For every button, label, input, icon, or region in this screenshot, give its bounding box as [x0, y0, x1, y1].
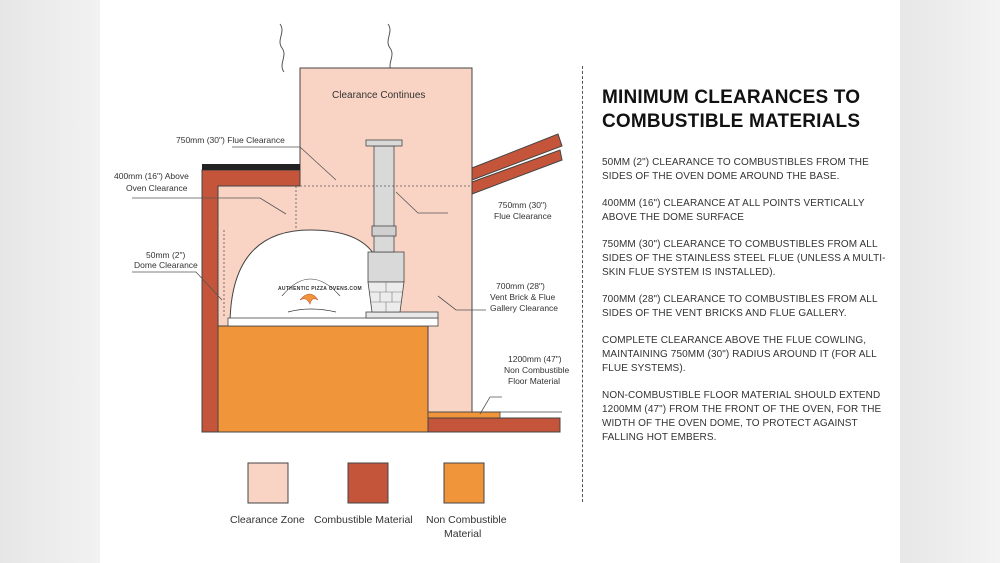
info-paragraph-cowling: Complete clearance above the flue cowlin…	[602, 335, 877, 374]
label-dome-2: Dome Clearance	[134, 260, 198, 270]
wavy-line-right	[387, 23, 393, 73]
info-title: MINIMUM CLEARANCES TO COMBUSTIBLE MATERI…	[602, 87, 861, 132]
label-floor-1: 1200mm (47")	[508, 354, 562, 364]
info-paragraph-vent: 700mm (28") clearance to combustibles fr…	[602, 294, 878, 319]
legend-swatch-clearance	[247, 462, 289, 504]
oven-brand-text: AUTHENTIC PIZZA OVENS.COM	[278, 286, 362, 292]
legend-label-combustible: Combustible Material	[314, 514, 413, 526]
infographic-card: AUTHENTIC PIZZA OVENS.COM Clearance Cont…	[100, 0, 900, 563]
label-floor-2: Non Combustible	[504, 365, 569, 375]
info-paragraph-dome-base: 50mm (2") clearance to combustibles from…	[602, 157, 869, 182]
oven-hearth	[227, 317, 439, 327]
oven-dome	[229, 229, 379, 327]
info-panel: MINIMUM CLEARANCES TO COMBUSTIBLE MATERI…	[602, 86, 887, 458]
label-dome-1: 50mm (2")	[146, 250, 186, 260]
vent-brick-lines	[370, 282, 402, 312]
legend-swatch-non-combustible	[443, 462, 485, 504]
legend-label-clearance: Clearance Zone	[230, 514, 305, 526]
combustible-roof-beam-2	[471, 149, 563, 195]
info-paragraph-above-dome: 400mm (16") clearance at all points vert…	[602, 198, 865, 223]
leader-lines	[132, 146, 502, 415]
oven-landing	[365, 311, 439, 319]
label-vent-3: Gallery Clearance	[490, 303, 558, 313]
label-above-oven-2: Oven Clearance	[126, 183, 188, 193]
legend: Clearance Zone Combustible Material Non …	[230, 462, 507, 540]
info-paragraph-floor: Non-combustible floor material should ex…	[602, 390, 882, 443]
flue-cowling	[365, 139, 403, 147]
legend-label-non-combustible-1: Non Combustible	[426, 514, 507, 526]
label-vent-2: Vent Brick & Flue	[490, 292, 555, 302]
info-paragraph-flue: 750mm (30") clearance to combustibles fr…	[602, 239, 886, 278]
oven-logo: AUTHENTIC PIZZA OVENS.COM	[278, 278, 362, 313]
legend-label-non-combustible-2: Material	[444, 528, 481, 540]
legend-swatch-combustible	[347, 462, 389, 504]
label-flue-clearance-top: 750mm (30") Flue Clearance	[176, 135, 285, 145]
dashed-divider	[582, 66, 583, 502]
clearance-zone-right	[428, 186, 472, 414]
clearance-dashed-guides	[223, 185, 472, 318]
combustible-roof-beam-1	[471, 133, 563, 181]
non-combustible-base	[217, 325, 429, 433]
right-blur-edge	[890, 0, 1000, 563]
flue-collar	[371, 225, 397, 237]
wall-top-strip	[202, 164, 300, 170]
label-flue-right-1: 750mm (30")	[498, 200, 547, 210]
non-combustible-floor	[427, 411, 501, 419]
vent-gallery	[367, 251, 405, 283]
combustible-floor	[427, 417, 561, 433]
label-above-oven-1: 400mm (16") Above	[114, 171, 189, 181]
vent-bricks	[367, 281, 405, 313]
label-clearance-continues: Clearance Continues	[332, 90, 425, 101]
clearance-diagram: AUTHENTIC PIZZA OVENS.COM Clearance Cont…	[114, 23, 569, 540]
label-flue-right-2: Flue Clearance	[494, 211, 552, 221]
label-vent-1: 700mm (28")	[496, 281, 545, 291]
wavy-line-left	[279, 23, 285, 73]
left-blur-edge	[0, 0, 110, 563]
label-floor-3: Floor Material	[508, 376, 560, 386]
